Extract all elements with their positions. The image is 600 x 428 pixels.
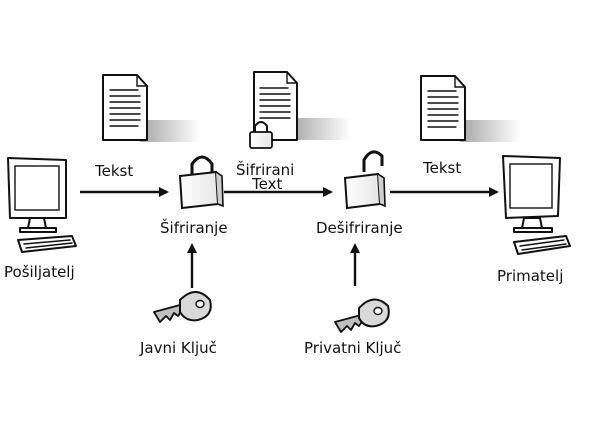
received-document-icon bbox=[420, 75, 520, 142]
plain-document-icon bbox=[102, 74, 200, 142]
open-padlock-icon bbox=[343, 150, 386, 210]
receiver-computer-icon bbox=[502, 155, 571, 255]
label-encryption: Šifriranje bbox=[160, 218, 228, 237]
label-sender: Pošiljatelj bbox=[4, 263, 75, 281]
label-text-left: Tekst bbox=[94, 162, 133, 180]
encrypted-document-icon bbox=[249, 71, 350, 149]
label-ciphertext-line1: Šifrirani bbox=[236, 160, 294, 179]
label-receiver: Primatelj bbox=[497, 267, 563, 285]
label-public-key: Javni Ključ bbox=[139, 339, 217, 357]
sender-computer-icon bbox=[7, 157, 77, 253]
label-private-key: Privatni Ključ bbox=[304, 339, 401, 357]
small-padlock-icon bbox=[249, 121, 273, 149]
closed-padlock-icon bbox=[178, 155, 224, 210]
private-key-icon bbox=[334, 298, 390, 333]
label-text-right: Tekst bbox=[422, 159, 461, 177]
public-key-icon bbox=[153, 291, 212, 323]
label-ciphertext-line2: Text bbox=[251, 175, 282, 193]
label-decryption: Dešifriranje bbox=[316, 219, 403, 237]
